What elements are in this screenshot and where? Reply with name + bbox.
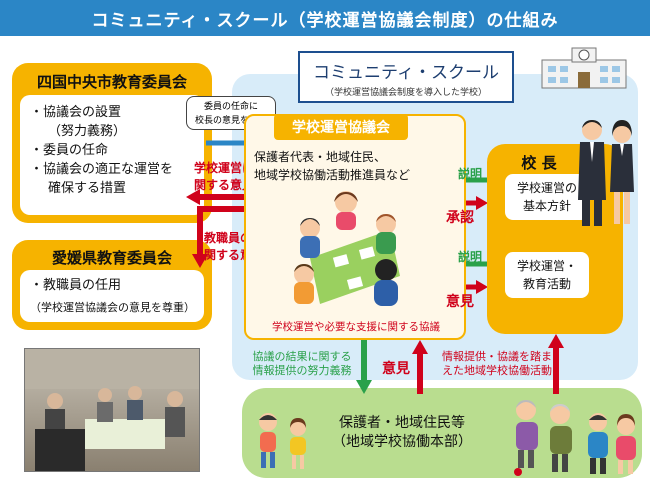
info-arrow-head (548, 334, 564, 348)
staff-opinion-arrow-head (192, 254, 208, 268)
school-ops-opinion-line-2: 関する意見 (194, 178, 255, 192)
school-ops-opinion-arrow-head (186, 189, 200, 205)
meeting-photo (24, 348, 200, 472)
council-members-line-1: 保護者代表・地域住民、 (254, 150, 387, 164)
info-line-1: 情報提供・協議を踏ま (442, 350, 552, 363)
residents-illustration (514, 400, 636, 476)
elder-icon (516, 400, 536, 420)
approve-arrow-head (476, 196, 488, 210)
policy-line-1: 学校運営の (516, 181, 577, 195)
meeting-illustration (294, 191, 400, 306)
elder-icon (550, 404, 570, 424)
shikoku-item-3: ・委員の任命 (30, 143, 109, 158)
explain-label-2: 説明 (458, 250, 483, 264)
child-icon (290, 420, 306, 436)
council-title: 学校運営協議会 (274, 114, 408, 140)
principal-activity-box: 学校運営・ 教育活動 (505, 252, 589, 298)
activity-line-2: 教育活動 (522, 277, 571, 291)
principal-woman-icon (613, 125, 631, 143)
principals-illustration (578, 120, 634, 226)
callout-line-2: 校長の意見を反映 (194, 116, 267, 126)
council-bottom-text: 学校運営や必要な支援に関する協議 (272, 321, 440, 333)
shikoku-board-inner: ・協議会の設置 （努力義務） ・委員の任命 ・協議会の適正な運営を 確保する措置 (20, 95, 204, 215)
ehime-item-2: （学校運営協議会の意見を尊重） (30, 301, 195, 314)
principal-policy-box: 学校運営の 基本方針 (505, 174, 589, 220)
info-label: 情報提供・協議を踏ま えた地域学校協働活動 (442, 350, 552, 378)
effort-line-2: 情報提供の努力義務 (252, 364, 352, 377)
info-line-2: えた地域学校協働活動 (442, 364, 552, 377)
parent-icon (617, 417, 635, 435)
person-face-icon (294, 264, 314, 284)
shikoku-item-2: （努力義務） (48, 124, 127, 139)
staff-opinion-arrow (197, 206, 244, 256)
council-members: 保護者代表・地域住民、 地域学校協働活動推進員など (254, 148, 410, 184)
community-school-subtitle: （学校運営協議会制度を導入した学校） (324, 88, 487, 98)
shikoku-item-5: 確保する措置 (48, 181, 127, 196)
activity-line-1: 学校運営・ (516, 259, 577, 273)
council-members-line-2: 地域学校協働活動推進員など (254, 168, 411, 182)
community-opinion-arrow-head (412, 340, 428, 354)
community-school-box: コミュニティ・スクール （学校運営協議会制度を導入した学校） (298, 51, 514, 103)
children-illustration (259, 413, 306, 469)
effort-arrow-head (356, 380, 372, 394)
person-face-icon (300, 218, 320, 238)
approve-label: 承認 (446, 210, 474, 226)
community-area (242, 388, 642, 478)
page-title: コミュニティ・スクール（学校運営協議会制度）の仕組み (0, 0, 650, 36)
opinion-principal-label: 意見 (446, 294, 474, 310)
shikoku-board-box: 四国中央市教育委員会 ・協議会の設置 （努力義務） ・委員の任命 ・協議会の適正… (12, 63, 212, 223)
ehime-board-title: 愛媛県教育委員会 (51, 249, 172, 267)
person-face-icon (335, 191, 357, 213)
shikoku-item-4: ・協議会の適正な運営を (30, 162, 174, 177)
community-opinion-label: 意見 (382, 361, 410, 377)
shikoku-board-title: 四国中央市教育委員会 (36, 73, 187, 91)
school-building-icon (541, 47, 627, 89)
opinion-principal-arrow-head (476, 280, 488, 294)
ehime-board-inner: ・教職員の任用 （学校運営協議会の意見を尊重） (20, 270, 204, 322)
callout-line-1: 委員の任命に (203, 102, 258, 112)
explain-label-1: 説明 (458, 167, 483, 181)
meeting-photo-image (25, 349, 199, 471)
school-ops-opinion-line-1: 学校運営に (194, 161, 255, 175)
policy-line-2: 基本方針 (522, 199, 571, 213)
ehime-board-box: 愛媛県教育委員会 ・教職員の任用 （学校運営協議会の意見を尊重） (12, 240, 212, 330)
person-back-icon (375, 259, 397, 281)
shikoku-item-1: ・協議会の設置 (30, 105, 122, 120)
community-line-2: （地域学校協働本部） (332, 434, 472, 450)
person-face-icon (376, 214, 396, 234)
principal-man-icon (582, 120, 602, 140)
effort-label: 協議の結果に関する 情報提供の努力義務 (244, 350, 360, 378)
ehime-item-1: ・教職員の任用 (30, 278, 122, 293)
school-ops-opinion-label: 学校運営に 関する意見 (194, 160, 254, 194)
community-label: 保護者・地域住民等 （地域学校協働本部） (312, 414, 492, 452)
effort-line-1: 協議の結果に関する (252, 350, 352, 363)
principal-title: 校 長 (521, 154, 557, 172)
community-school-title: コミュニティ・スクール (313, 63, 499, 83)
community-line-1: 保護者・地域住民等 (339, 415, 465, 431)
